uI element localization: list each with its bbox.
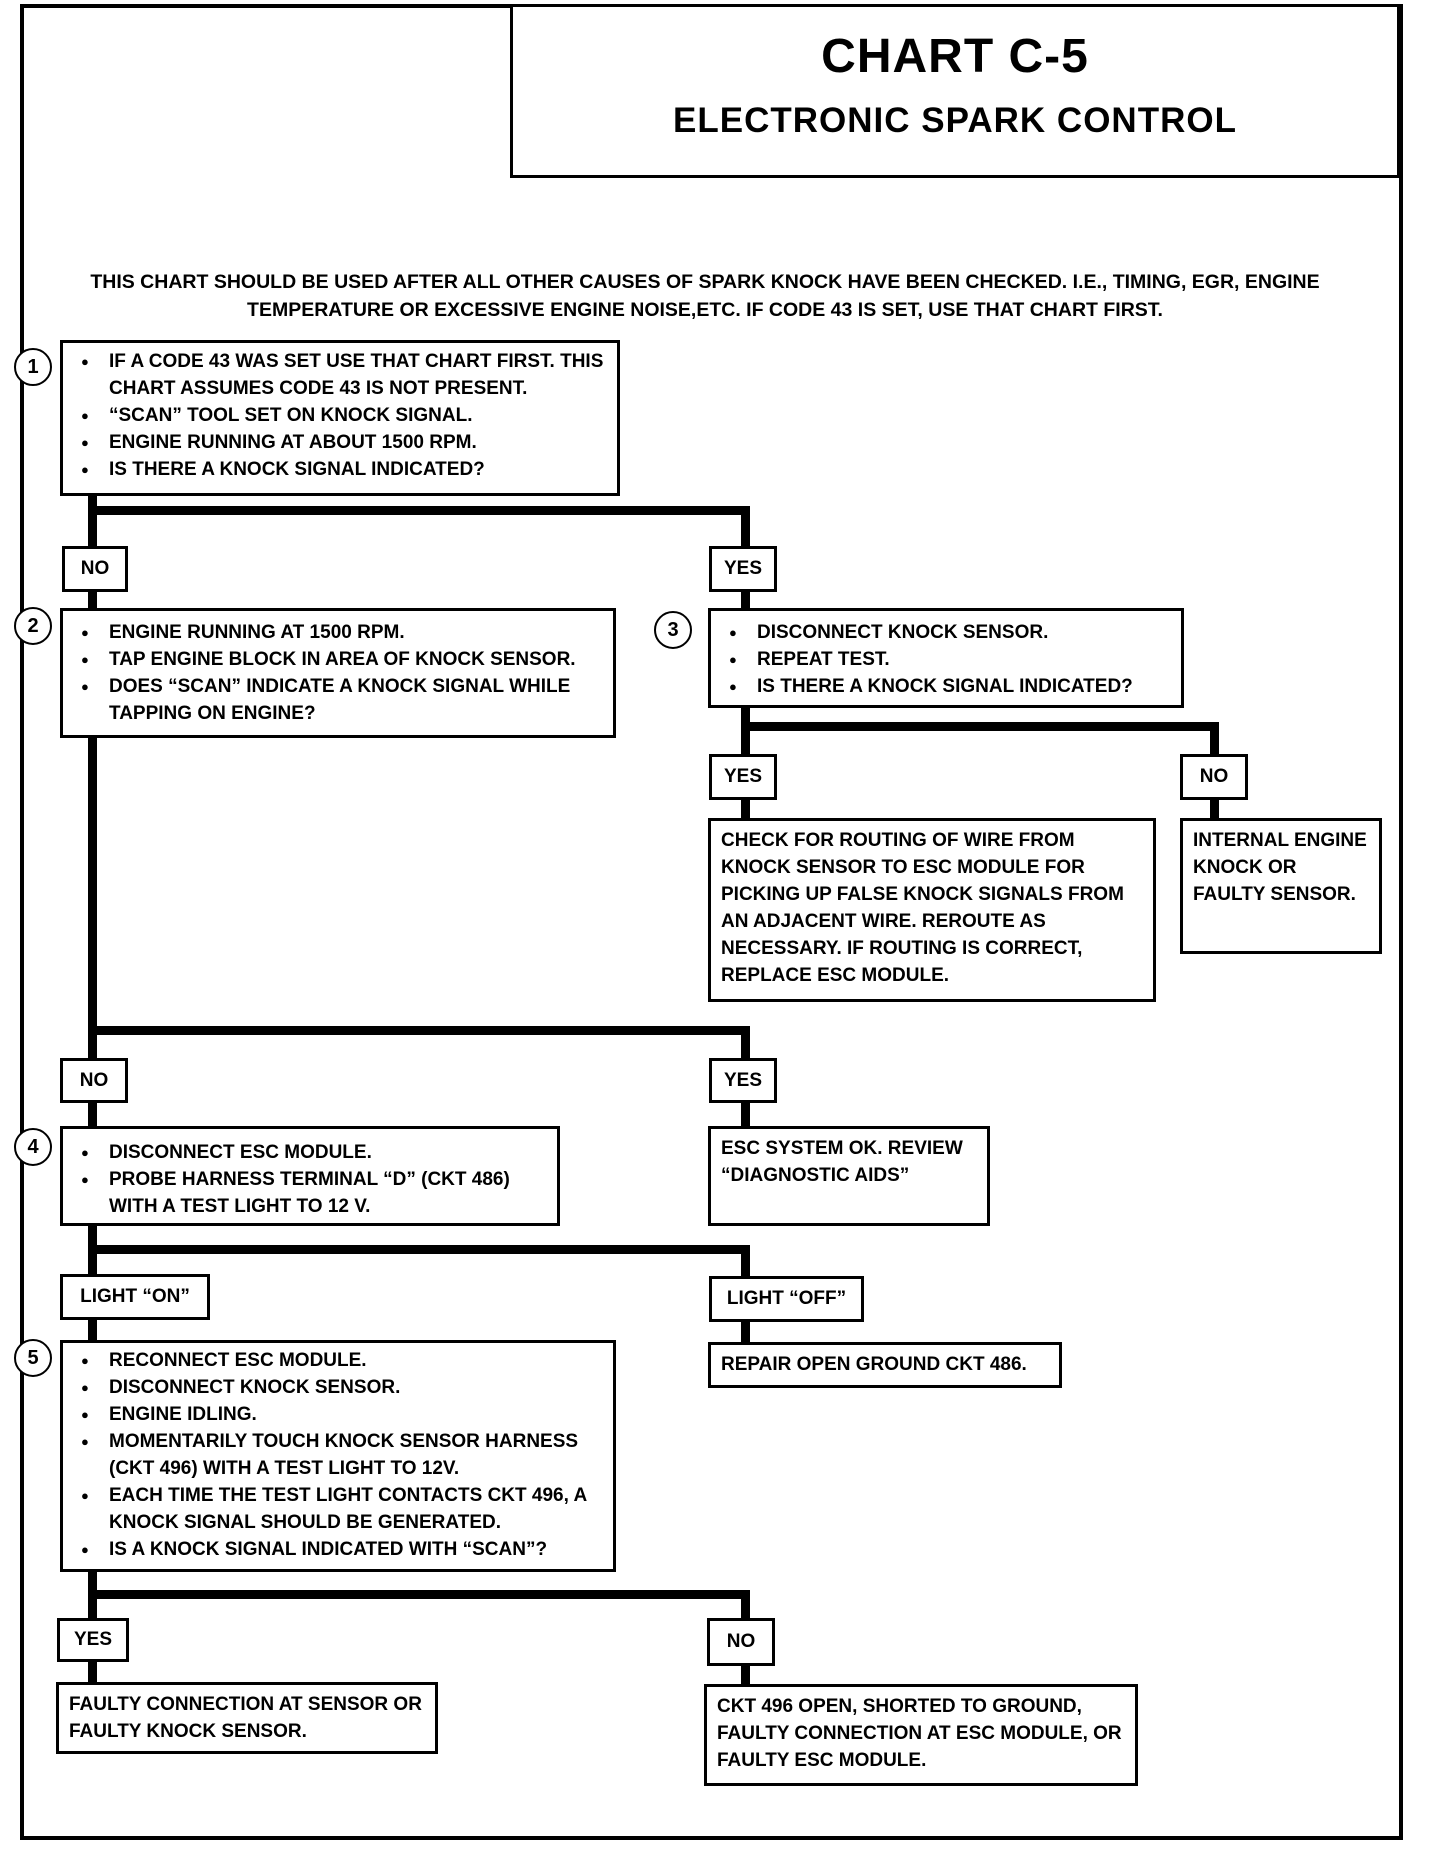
step-5-box: RECONNECT ESC MODULE. DISCONNECT KNOCK S… xyxy=(60,1340,616,1572)
connector-line xyxy=(88,1026,750,1035)
connector-line xyxy=(741,506,750,550)
connector-line xyxy=(88,1318,97,1344)
connector-line xyxy=(88,494,97,550)
branch-label-yes: YES xyxy=(57,1618,129,1662)
step-1-item: ENGINE RUNNING AT ABOUT 1500 RPM. xyxy=(71,429,609,456)
connector-line xyxy=(88,1590,750,1599)
step-5-item: IS A KNOCK SIGNAL INDICATED WITH “SCAN”? xyxy=(71,1536,605,1563)
step-1-item: “SCAN” TOOL SET ON KNOCK SIGNAL. xyxy=(71,402,609,429)
connector-line xyxy=(88,590,97,610)
connector-line xyxy=(88,1660,97,1684)
step-5-item: MOMENTARILY TOUCH KNOCK SENSOR HARNESS (… xyxy=(71,1428,605,1482)
branch-label-light-on: LIGHT “ON” xyxy=(60,1274,210,1320)
step-number-3: 3 xyxy=(654,611,692,649)
connector-line xyxy=(741,1664,750,1686)
step-5-item: RECONNECT ESC MODULE. xyxy=(71,1347,605,1374)
step-5-item: DISCONNECT KNOCK SENSOR. xyxy=(71,1374,605,1401)
step-4-box: DISCONNECT ESC MODULE. PROBE HARNESS TER… xyxy=(60,1126,560,1226)
branch-label-no: NO xyxy=(62,546,128,592)
intro-text: THIS CHART SHOULD BE USED AFTER ALL OTHE… xyxy=(30,268,1380,324)
chart-subtitle: ELECTRONIC SPARK CONTROL xyxy=(673,101,1237,140)
result-esc-system-ok: ESC SYSTEM OK. REVIEW “DIAGNOSTIC AIDS” xyxy=(708,1126,990,1226)
step-1-item: IS THERE A KNOCK SIGNAL INDICATED? xyxy=(71,456,609,483)
title-box: CHART C-5 ELECTRONIC SPARK CONTROL xyxy=(510,4,1400,178)
step-number-5: 5 xyxy=(14,1339,52,1377)
branch-label-yes: YES xyxy=(709,546,777,592)
step-3-item: REPEAT TEST. xyxy=(719,646,1173,673)
step-2-item: TAP ENGINE BLOCK IN AREA OF KNOCK SENSOR… xyxy=(71,646,605,673)
connector-line xyxy=(741,1026,750,1060)
result-routing: CHECK FOR ROUTING OF WIRE FROM KNOCK SEN… xyxy=(708,818,1156,1002)
connector-line xyxy=(741,1101,750,1127)
step-5-item: EACH TIME THE TEST LIGHT CONTACTS CKT 49… xyxy=(71,1482,605,1536)
connector-line xyxy=(1210,722,1219,756)
connector-line xyxy=(741,708,750,756)
step-number-1: 1 xyxy=(14,348,52,386)
result-faulty-connection: FAULTY CONNECTION AT SENSOR OR FAULTY KN… xyxy=(56,1682,438,1754)
branch-label-yes: YES xyxy=(709,1058,777,1103)
result-repair-ground: REPAIR OPEN GROUND CKT 486. xyxy=(708,1342,1062,1388)
connector-line xyxy=(1210,798,1219,820)
step-2-item: ENGINE RUNNING AT 1500 RPM. xyxy=(71,619,605,646)
intro-line-1: THIS CHART SHOULD BE USED AFTER ALL OTHE… xyxy=(90,271,1320,293)
chart-title: CHART C-5 xyxy=(821,30,1089,83)
result-ckt-open: CKT 496 OPEN, SHORTED TO GROUND, FAULTY … xyxy=(704,1684,1138,1786)
step-2-box: ENGINE RUNNING AT 1500 RPM. TAP ENGINE B… xyxy=(60,608,616,738)
connector-line xyxy=(88,1245,750,1254)
result-internal-knock: INTERNAL ENGINE KNOCK OR FAULTY SENSOR. xyxy=(1180,818,1382,954)
step-4-item: DISCONNECT ESC MODULE. xyxy=(71,1139,549,1166)
step-3-item: DISCONNECT KNOCK SENSOR. xyxy=(719,619,1173,646)
step-1-item: IF A CODE 43 WAS SET USE THAT CHART FIRS… xyxy=(71,348,609,402)
branch-label-no: NO xyxy=(60,1058,128,1103)
step-3-box: DISCONNECT KNOCK SENSOR. REPEAT TEST. IS… xyxy=(708,608,1184,708)
step-1-box: IF A CODE 43 WAS SET USE THAT CHART FIRS… xyxy=(60,340,620,496)
step-number-2: 2 xyxy=(14,607,52,645)
step-2-item: DOES “SCAN” INDICATE A KNOCK SIGNAL WHIL… xyxy=(71,673,605,727)
branch-label-no: NO xyxy=(1180,754,1248,800)
connector-line xyxy=(741,1245,750,1278)
step-5-item: ENGINE IDLING. xyxy=(71,1401,605,1428)
connector-line xyxy=(741,592,750,610)
step-number-4: 4 xyxy=(14,1128,52,1166)
connector-line xyxy=(88,506,750,515)
connector-line xyxy=(88,1101,97,1127)
connector-line xyxy=(741,1590,750,1620)
connector-line xyxy=(88,737,97,1059)
intro-line-2: TEMPERATURE OR EXCESSIVE ENGINE NOISE,ET… xyxy=(247,299,1163,321)
branch-label-no: NO xyxy=(707,1618,775,1666)
step-3-item: IS THERE A KNOCK SIGNAL INDICATED? xyxy=(719,673,1173,700)
branch-label-light-off: LIGHT “OFF” xyxy=(709,1276,864,1322)
connector-line xyxy=(741,1320,750,1344)
connector-line xyxy=(741,798,750,820)
branch-label-yes: YES xyxy=(709,754,777,800)
connector-line xyxy=(741,722,1219,731)
step-4-item: PROBE HARNESS TERMINAL “D” (CKT 486) WIT… xyxy=(71,1166,549,1220)
